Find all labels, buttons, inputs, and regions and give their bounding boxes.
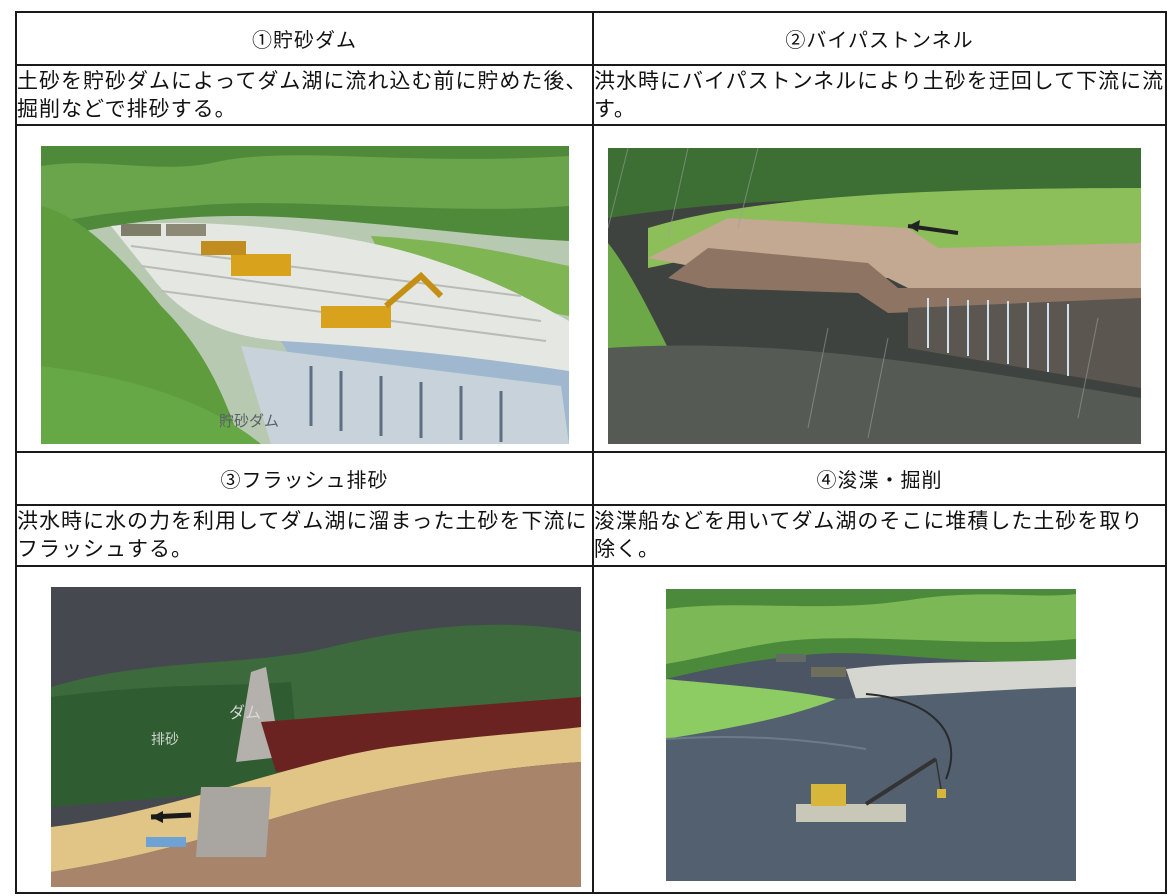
dredging-illustration: [666, 588, 1076, 881]
method-3-title: ③フラッシュ排砂: [15, 451, 594, 507]
method-1-picture-cell: 貯砂ダム: [15, 124, 594, 454]
dam-label: ダム: [229, 702, 262, 722]
sediment-dam-illustration: 貯砂ダム: [41, 146, 569, 445]
method-3-picture-cell: ダム 排砂: [15, 564, 594, 895]
method-4-description: 浚渫船などを用いてダム湖のそこに堆積した土砂を取り除く。: [592, 504, 1167, 567]
method-3-description: 洪水時に水の力を利用してダム湖に溜まった土砂を下流にフラッシュする。: [15, 504, 594, 567]
sediment-methods-table: ①貯砂ダム ②バイパストンネル 土砂を貯砂ダムによってダム湖に流れ込む前に貯めた…: [15, 11, 1167, 895]
method-4-title: ④浚渫・掘削: [592, 451, 1167, 507]
flush-label: 排砂: [151, 731, 179, 748]
method-1-title: ①貯砂ダム: [15, 11, 594, 66]
method-2-title: ②バイパストンネル: [592, 11, 1167, 66]
method-2-description: 洪水時にバイパストンネルにより土砂を迂回して下流に流す。: [592, 63, 1167, 127]
method-4-picture-cell: [592, 564, 1167, 895]
bypass-tunnel-illustration: [608, 148, 1141, 445]
sediment-dam-label: 貯砂ダム: [219, 412, 280, 431]
flush-discharge-illustration: ダム 排砂: [51, 586, 581, 887]
method-2-picture-cell: [592, 124, 1167, 454]
method-1-description: 土砂を貯砂ダムによってダム湖に流れ込む前に貯めた後、掘削などで排砂する。: [15, 63, 594, 127]
